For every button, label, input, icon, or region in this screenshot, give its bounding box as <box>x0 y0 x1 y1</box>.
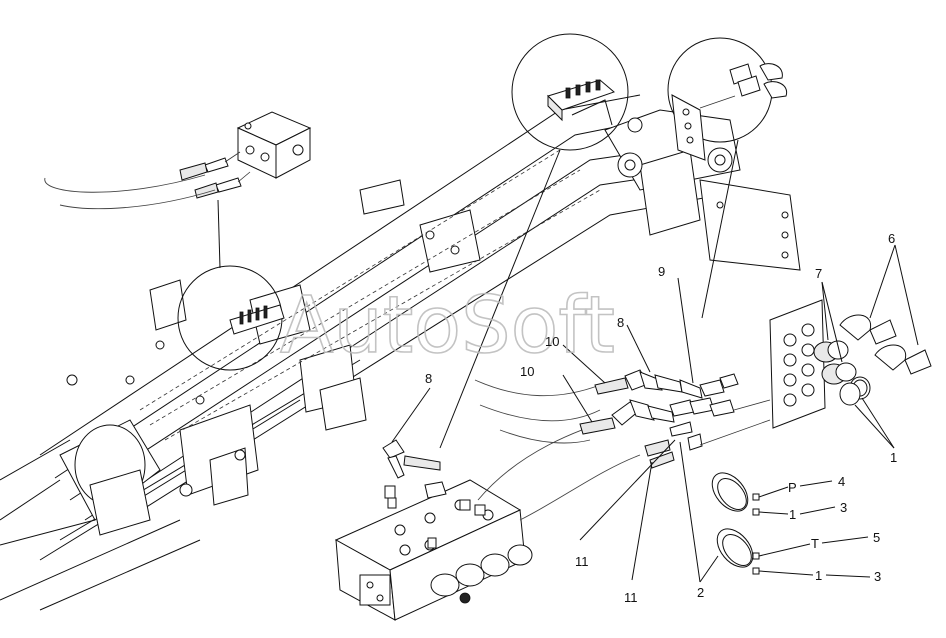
callout-7: 7 <box>815 266 822 281</box>
callout-T: T <box>811 536 819 551</box>
callout-6: 6 <box>888 231 895 246</box>
hose-curve-top-2 <box>59 189 216 210</box>
callout-11-left: 11 <box>575 554 589 569</box>
callout-4: 4 <box>838 474 845 489</box>
manifold-block <box>179 111 312 199</box>
callout-1-P: 1 <box>789 507 796 522</box>
callout-8-upper: 8 <box>617 315 624 330</box>
callout-11-bottom: 11 <box>624 590 638 605</box>
callout-P: P <box>788 480 797 495</box>
detail-circle-top-right <box>667 37 788 161</box>
callout-1-coupler: 1 <box>890 450 897 465</box>
coupling-plate <box>769 299 932 429</box>
callout-9: 9 <box>658 264 665 279</box>
hose-curve-top <box>44 174 206 193</box>
hose-curve-mid-2 <box>479 404 601 422</box>
hose-fittings <box>579 369 771 469</box>
detail-circle-left <box>177 265 285 371</box>
callout-10-lower: 10 <box>520 364 534 379</box>
callout-2: 2 <box>697 585 704 600</box>
leader-valve <box>439 149 561 449</box>
callout-3-T: 3 <box>874 569 881 584</box>
hose-curve-valve-2 <box>519 454 641 521</box>
callout-leaders <box>391 244 919 583</box>
leader-manifold <box>217 199 221 269</box>
hydraulic-cylinder <box>0 419 201 611</box>
callout-labels: 6 7 1 9 8 10 10 8 11 11 2 P 4 1 3 T 5 1 … <box>425 231 897 605</box>
callout-10-upper: 10 <box>545 334 559 349</box>
callout-5: 5 <box>873 530 880 545</box>
callout-1-T: 1 <box>815 568 822 583</box>
watermark-text: AutoSoft <box>280 281 615 371</box>
hose-curve-mid-3 <box>499 429 591 444</box>
hose-clip-rings <box>711 472 760 575</box>
leader-bracket <box>701 139 739 319</box>
callout-3-P: 3 <box>840 500 847 515</box>
hose-curve-mid-1 <box>474 379 601 397</box>
callout-8-left: 8 <box>425 371 432 386</box>
detail-circle-top-middle <box>511 33 629 151</box>
control-valve-block <box>334 439 533 621</box>
